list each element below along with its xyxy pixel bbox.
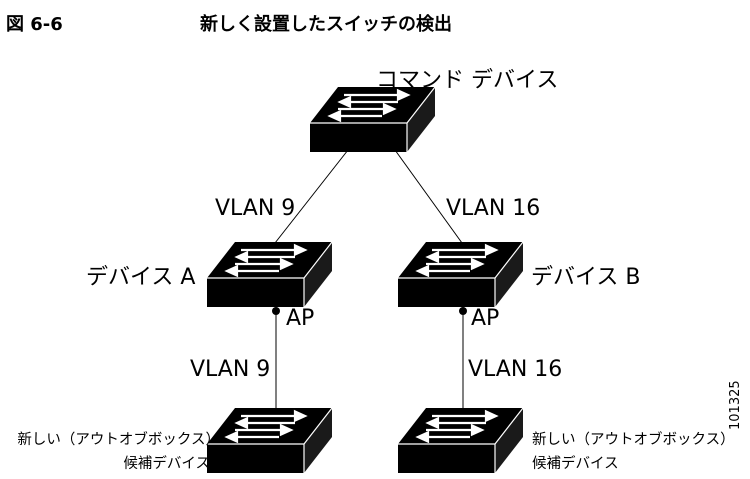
device-a-switch-icon — [205, 240, 334, 309]
candidate-left-switch-icon — [205, 406, 334, 475]
device-a-label: デバイス A — [86, 265, 196, 290]
vlan-label-b-to-candidate: VLAN 16 — [468, 357, 563, 382]
figure-id: 101325 — [728, 380, 743, 430]
candidate-right-label-line1: 新しい（アウトオブボックス） — [532, 432, 735, 448]
command-device-label: コマンド デバイス — [376, 68, 559, 93]
candidate-left-label-line1: 新しい（アウトオブボックス） — [17, 432, 220, 448]
vlan-label-cmd-to-b: VLAN 16 — [446, 196, 541, 221]
candidate-right-label-line2: 候補デバイス — [532, 456, 619, 472]
figure-title: 新しく設置したスイッチの検出 — [200, 14, 452, 35]
vlan-label-cmd-to-a: VLAN 9 — [215, 196, 296, 221]
device-b-port-label: AP — [471, 306, 500, 331]
link-cmd-to-b — [394, 149, 463, 244]
ap-port-dot-a — [272, 307, 280, 315]
vlan-label-a-to-candidate: VLAN 9 — [190, 357, 271, 382]
device-b-switch-icon — [396, 240, 525, 309]
device-a-port-label: AP — [286, 306, 315, 331]
ap-port-dot-b — [459, 307, 467, 315]
figure-number: 図 6-6 — [6, 14, 63, 35]
link-cmd-to-a — [274, 149, 349, 244]
device-b-label: デバイス B — [531, 265, 641, 290]
candidate-left-label-line2: 候補デバイス — [123, 456, 210, 472]
command-device-switch-icon — [308, 85, 437, 154]
candidate-right-switch-icon — [396, 406, 525, 475]
